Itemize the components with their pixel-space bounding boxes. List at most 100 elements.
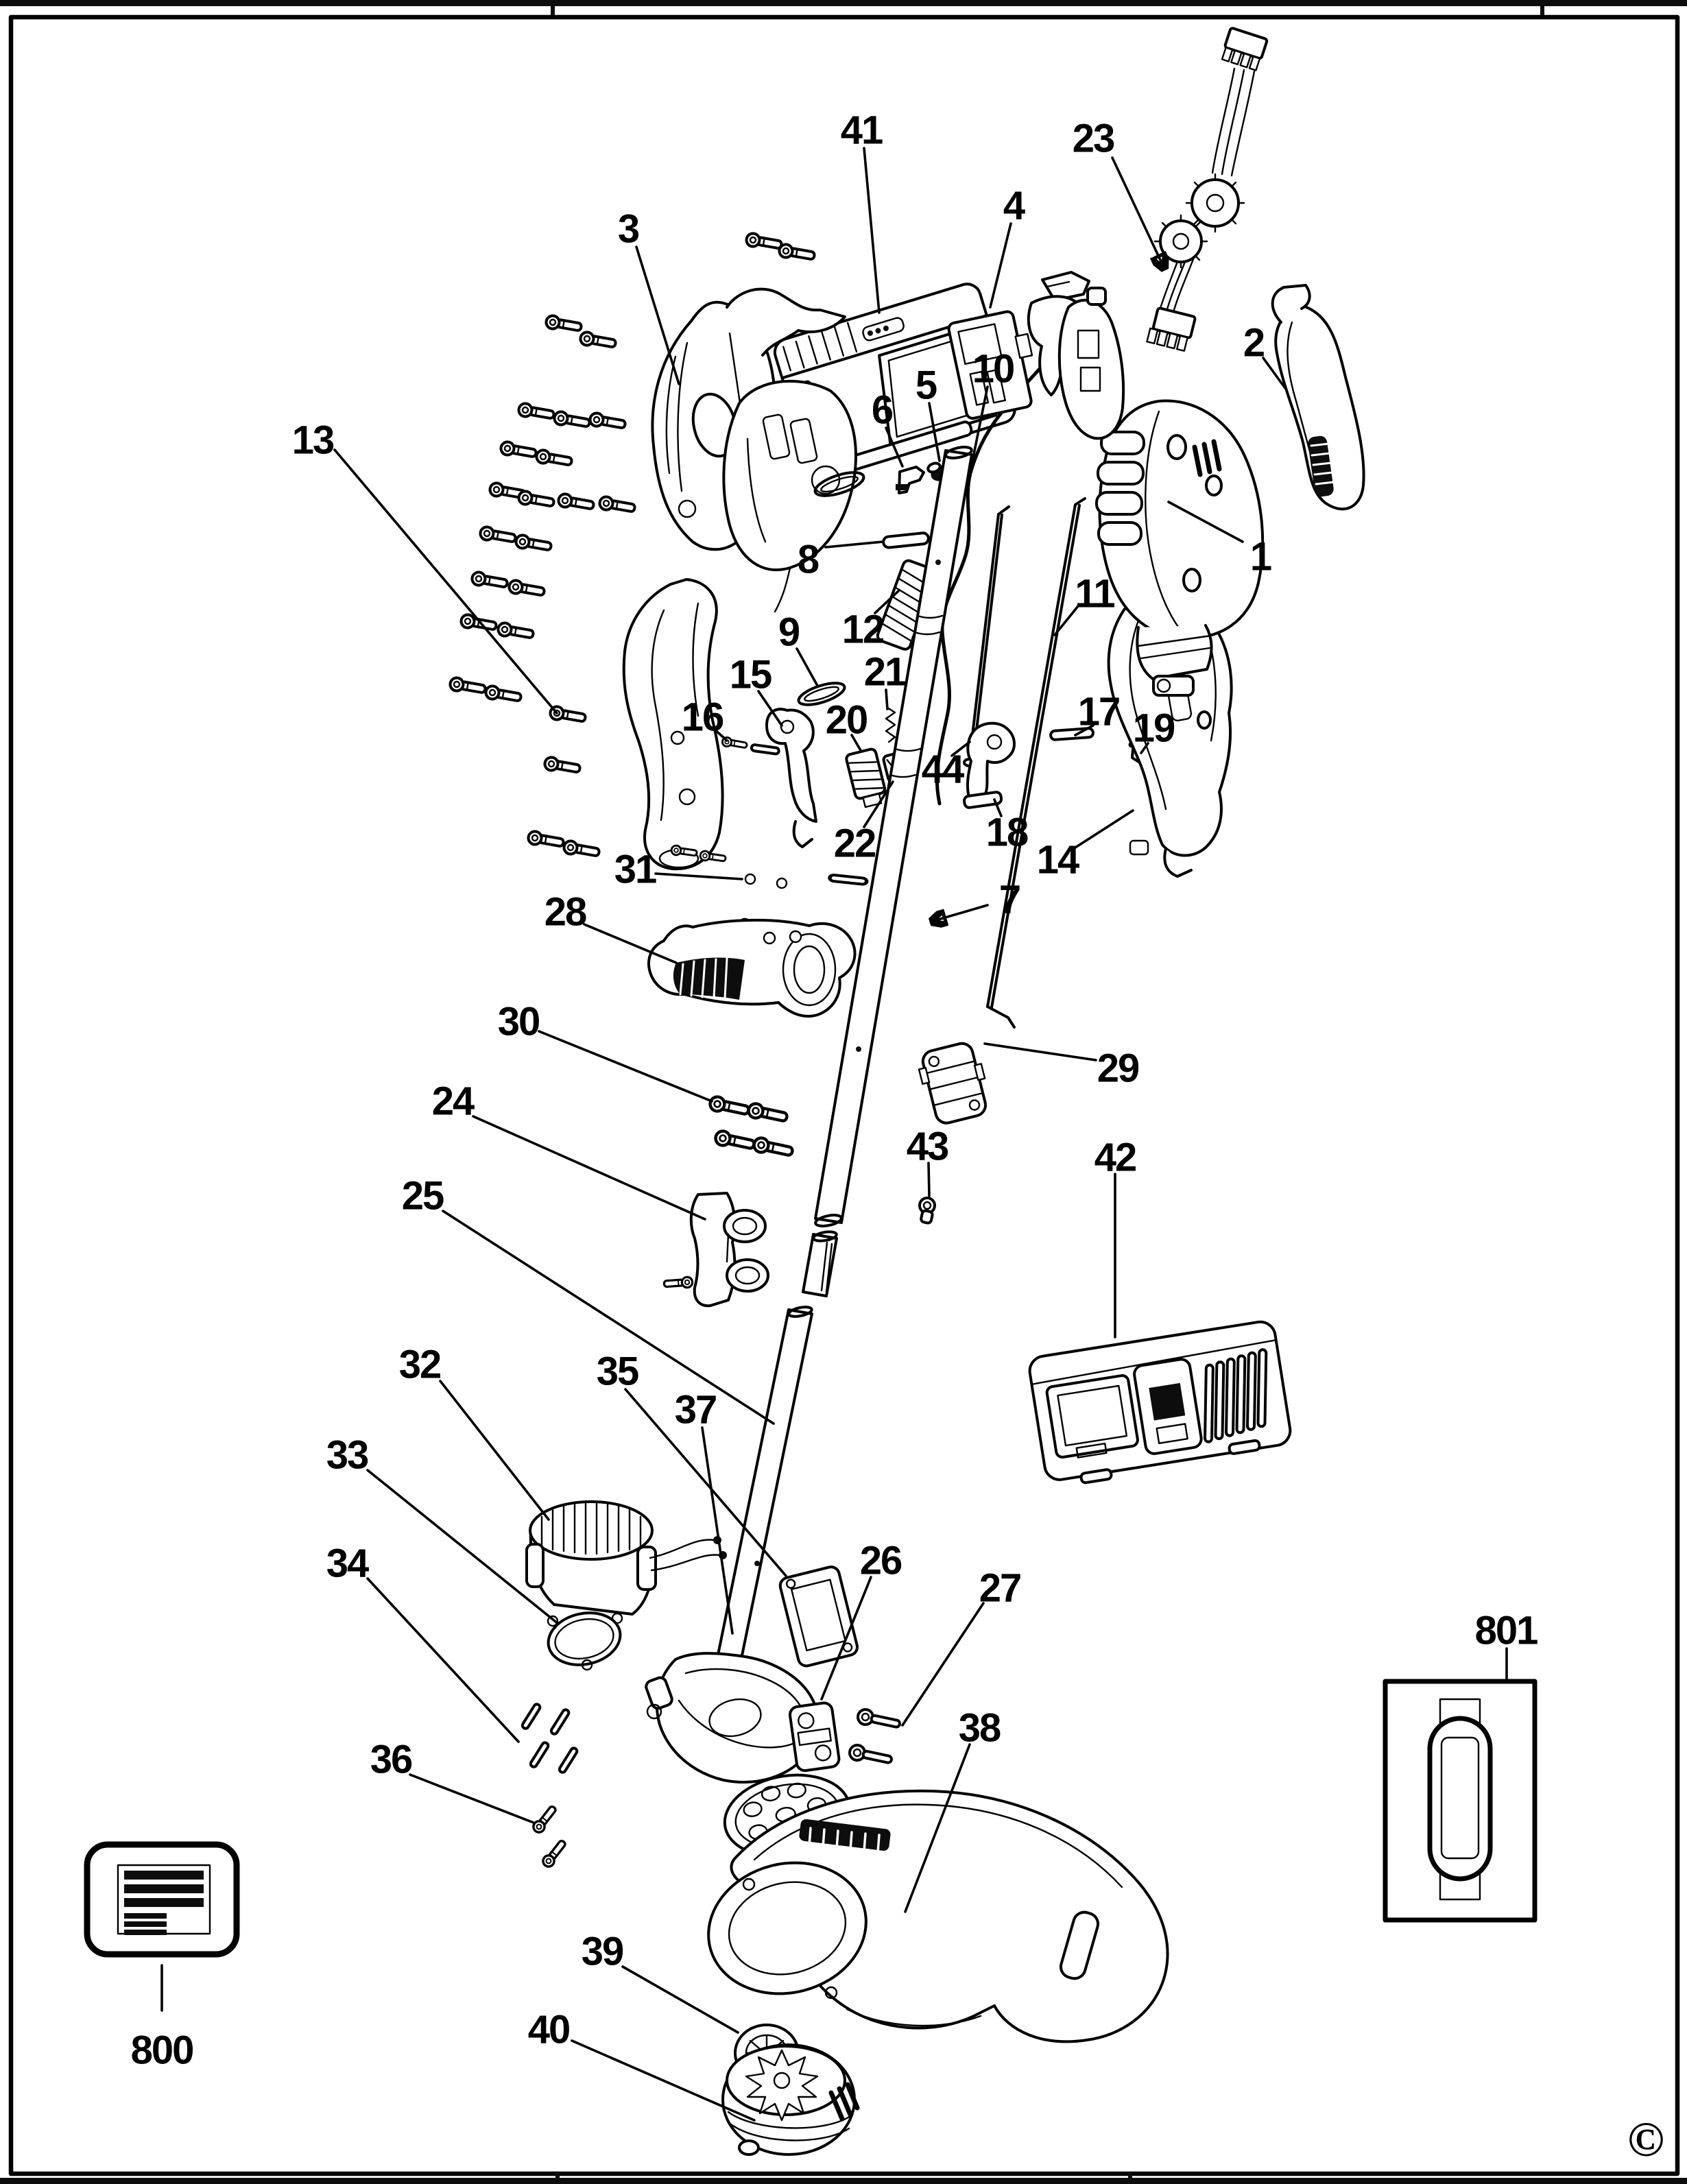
part-handle-screws bbox=[709, 1096, 794, 1159]
part-label-1: 1 bbox=[1250, 535, 1271, 579]
part-charger bbox=[1028, 1320, 1292, 1485]
leader-line-14 bbox=[1074, 809, 1134, 849]
part-label-14: 14 bbox=[1037, 838, 1079, 883]
leader-line-17 bbox=[1074, 724, 1094, 736]
part-spool bbox=[721, 2043, 860, 2156]
part-pins bbox=[520, 1701, 580, 1775]
part-label-37: 37 bbox=[675, 1388, 717, 1432]
leader-line-29 bbox=[983, 1042, 1097, 1061]
part-label-32: 32 bbox=[399, 1343, 441, 1387]
leader-line-37 bbox=[701, 1426, 734, 1635]
leader-line-19 bbox=[1140, 742, 1149, 754]
part-label-26: 26 bbox=[860, 1539, 902, 1583]
leader-line-10 bbox=[970, 385, 989, 469]
part-screw43 bbox=[918, 1197, 936, 1225]
part-label-29: 29 bbox=[1097, 1046, 1139, 1091]
leader-line-18 bbox=[993, 798, 1003, 817]
part-oring-upper bbox=[813, 471, 865, 497]
part-lower-pin bbox=[830, 875, 868, 885]
leader-line-16 bbox=[712, 727, 728, 742]
part-lever18 bbox=[963, 721, 1016, 809]
part-label-20: 20 bbox=[826, 698, 868, 743]
label-sticker-800 bbox=[84, 1841, 240, 1958]
leader-line-25 bbox=[442, 1210, 775, 1425]
leader-line-33 bbox=[366, 1469, 560, 1625]
part-gasket bbox=[547, 1611, 623, 1671]
part-label-33: 33 bbox=[326, 1433, 368, 1478]
leader-line-24 bbox=[472, 1115, 706, 1221]
leader-line-22 bbox=[863, 780, 894, 828]
copyright-symbol: © bbox=[1627, 2112, 1664, 2167]
part-label-34: 34 bbox=[326, 1541, 369, 1586]
leader-line-13 bbox=[333, 448, 558, 715]
part-housing-center bbox=[722, 379, 857, 613]
part-clamp bbox=[662, 1192, 769, 1308]
leader-line-28 bbox=[583, 923, 678, 964]
part-label-3: 3 bbox=[618, 207, 639, 252]
part-switch-module bbox=[947, 310, 1033, 420]
part-guard-screws bbox=[529, 1803, 570, 1871]
leader-line-12 bbox=[874, 590, 900, 614]
leader-line-15 bbox=[757, 690, 783, 727]
part-label-43: 43 bbox=[907, 1125, 948, 1169]
part-motor-housing bbox=[1095, 399, 1265, 697]
part-label-11: 11 bbox=[1075, 572, 1114, 616]
leader-line-40 bbox=[571, 2039, 756, 2122]
part-label-4: 4 bbox=[1003, 184, 1025, 228]
leader-line-4 bbox=[989, 222, 1012, 309]
part-label-12: 12 bbox=[842, 608, 884, 652]
part-label-7: 7 bbox=[999, 878, 1020, 922]
part-label-30: 30 bbox=[498, 1000, 540, 1044]
leader-line-9 bbox=[795, 647, 819, 687]
leader-line-6 bbox=[885, 427, 904, 468]
part-label-8: 8 bbox=[798, 538, 819, 582]
part-label-39: 39 bbox=[582, 1930, 623, 1974]
part-label-44: 44 bbox=[922, 747, 964, 792]
part-aux-handle bbox=[647, 918, 857, 1018]
part-oring-lower bbox=[797, 682, 846, 706]
copyright-mark: © bbox=[1627, 2112, 1664, 2167]
part-trigger bbox=[765, 708, 817, 848]
part-label-28: 28 bbox=[545, 890, 586, 935]
leader-line-5 bbox=[928, 402, 941, 462]
label-sticker-801 bbox=[1383, 1679, 1538, 1923]
part-label-24: 24 bbox=[432, 1079, 475, 1124]
leader-line-36 bbox=[409, 1773, 535, 1824]
part-label-19: 19 bbox=[1133, 706, 1175, 751]
leader-line-11 bbox=[1053, 605, 1079, 636]
part-label-42: 42 bbox=[1094, 1136, 1136, 1180]
part-label-40: 40 bbox=[528, 2008, 570, 2052]
part-shaft-upper bbox=[814, 446, 973, 1227]
leader-line-38 bbox=[904, 1743, 971, 1913]
part-switch-insert bbox=[1057, 287, 1125, 440]
part-rod11 bbox=[986, 497, 1086, 1029]
part-label-9: 9 bbox=[778, 610, 800, 655]
part-label-2: 2 bbox=[1243, 321, 1264, 365]
part-bolts bbox=[846, 1706, 903, 1769]
part-label-17: 17 bbox=[1078, 690, 1120, 734]
part-guard bbox=[707, 1789, 1169, 2043]
leader-line-23 bbox=[1111, 156, 1164, 269]
part-label-18: 18 bbox=[986, 811, 1028, 855]
leader-line-35 bbox=[624, 1388, 787, 1577]
part-label-22: 22 bbox=[834, 821, 876, 866]
leader-line-3 bbox=[635, 245, 680, 385]
part-label-21: 21 bbox=[864, 650, 906, 695]
part-pin8 bbox=[882, 531, 930, 549]
leader-line-32 bbox=[439, 1380, 550, 1521]
leader-line-41 bbox=[863, 147, 881, 314]
part-label-10: 10 bbox=[972, 347, 1014, 392]
leader-line-30 bbox=[538, 1030, 713, 1103]
leader-line-44 bbox=[950, 741, 971, 757]
part-shaft-sleeve bbox=[802, 1230, 838, 1297]
part-label-41: 41 bbox=[841, 108, 883, 153]
part-motor bbox=[525, 1500, 727, 1616]
part-handle-cover bbox=[1271, 284, 1365, 511]
leader-line-26 bbox=[820, 1576, 872, 1701]
part-label-800: 800 bbox=[131, 2028, 193, 2073]
part-coupler bbox=[918, 1042, 988, 1125]
part-gearcase bbox=[645, 1565, 859, 1784]
